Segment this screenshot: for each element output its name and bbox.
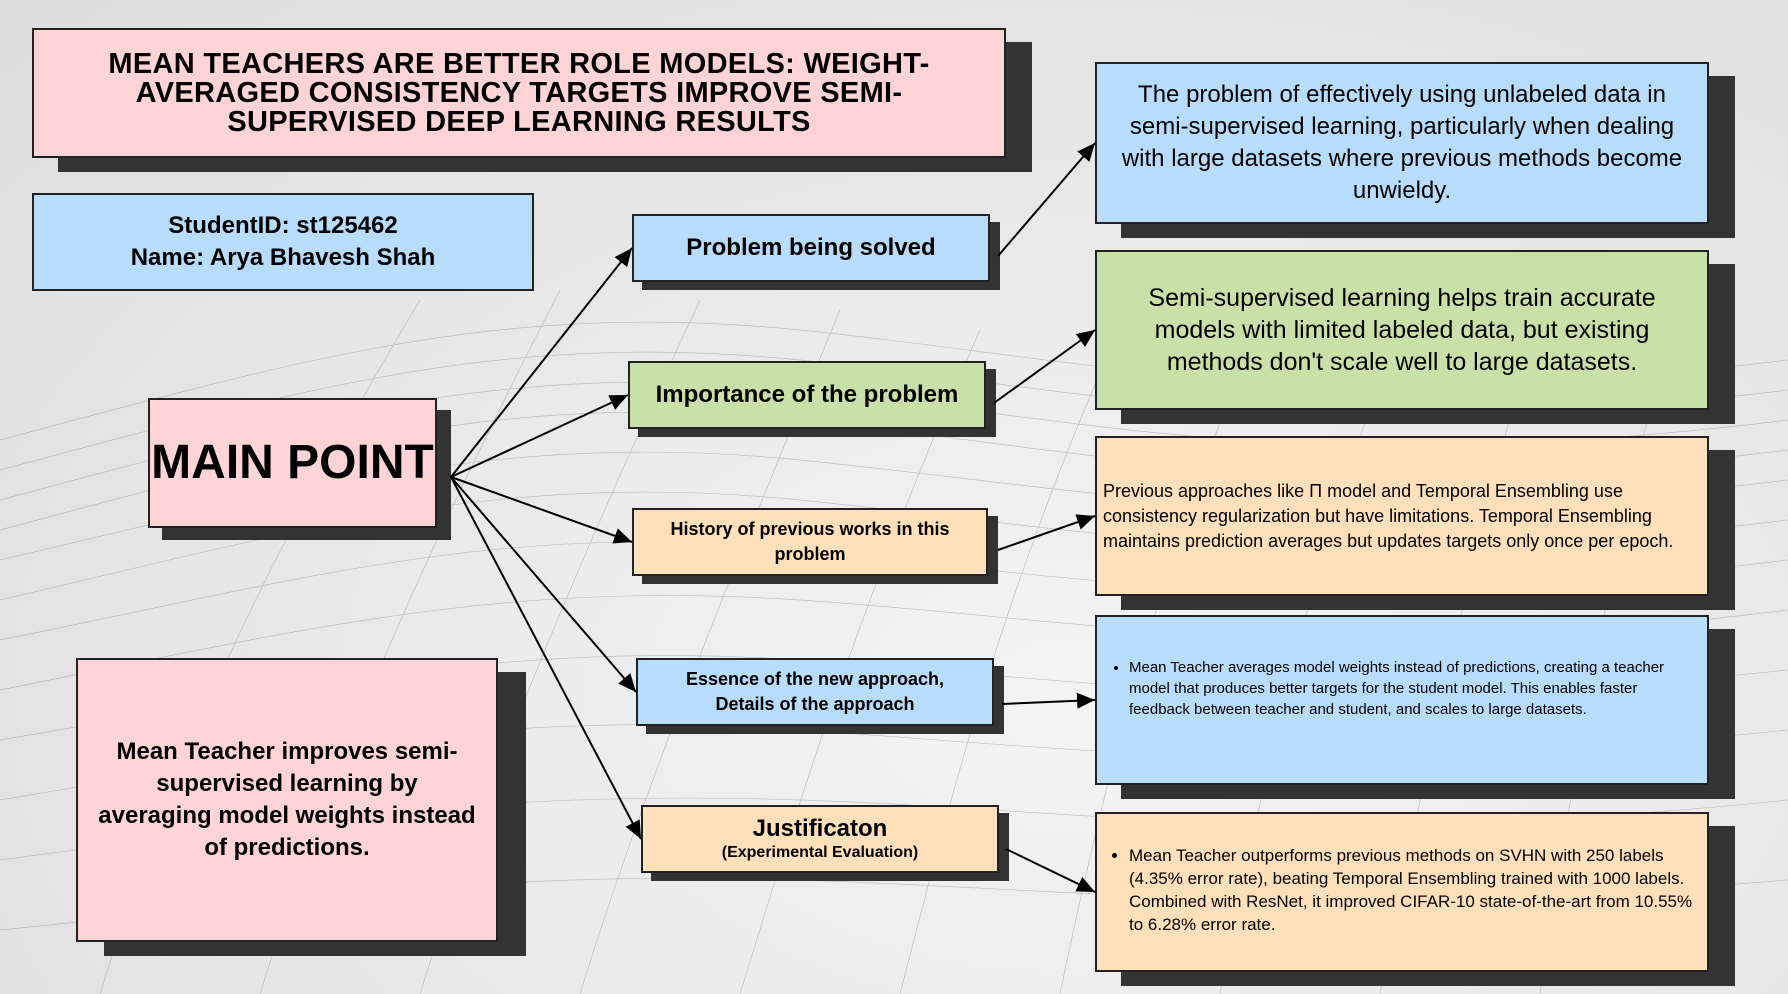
detail-problem: The problem of effectively using unlabel… — [1095, 62, 1709, 224]
detail-justification: Mean Teacher outperforms previous method… — [1095, 812, 1709, 972]
main-point-node: MAIN POINT — [148, 398, 437, 528]
node-justification: Justificaton (Experimental Evaluation) — [641, 805, 999, 873]
summary-box: Mean Teacher improves semi-supervised le… — [76, 658, 498, 942]
node-problem: Problem being solved — [632, 214, 990, 282]
detail-essence: Mean Teacher averages model weights inst… — [1095, 615, 1709, 785]
node-essence: Essence of the new approach, Details of … — [636, 658, 994, 726]
node-history: History of previous works in this proble… — [632, 508, 988, 576]
detail-essence-bullet: Mean Teacher averages model weights inst… — [1129, 657, 1701, 720]
detail-justification-bullet: Mean Teacher outperforms previous method… — [1129, 844, 1701, 936]
justification-label: Justificaton — [752, 815, 888, 842]
student-id: StudentID: st125462 — [168, 212, 398, 239]
student-info: StudentID: st125462 Name: Arya Bhavesh S… — [32, 193, 534, 291]
node-importance: Importance of the problem — [628, 361, 986, 429]
detail-history: Previous approaches like Π model and Tem… — [1095, 436, 1709, 596]
page-title: MEAN TEACHERS ARE BETTER ROLE MODELS: WE… — [32, 28, 1006, 158]
student-name: Name: Arya Bhavesh Shah — [130, 244, 436, 271]
justification-sublabel: (Experimental Evaluation) — [721, 844, 919, 861]
detail-importance: Semi-supervised learning helps train acc… — [1095, 250, 1709, 410]
